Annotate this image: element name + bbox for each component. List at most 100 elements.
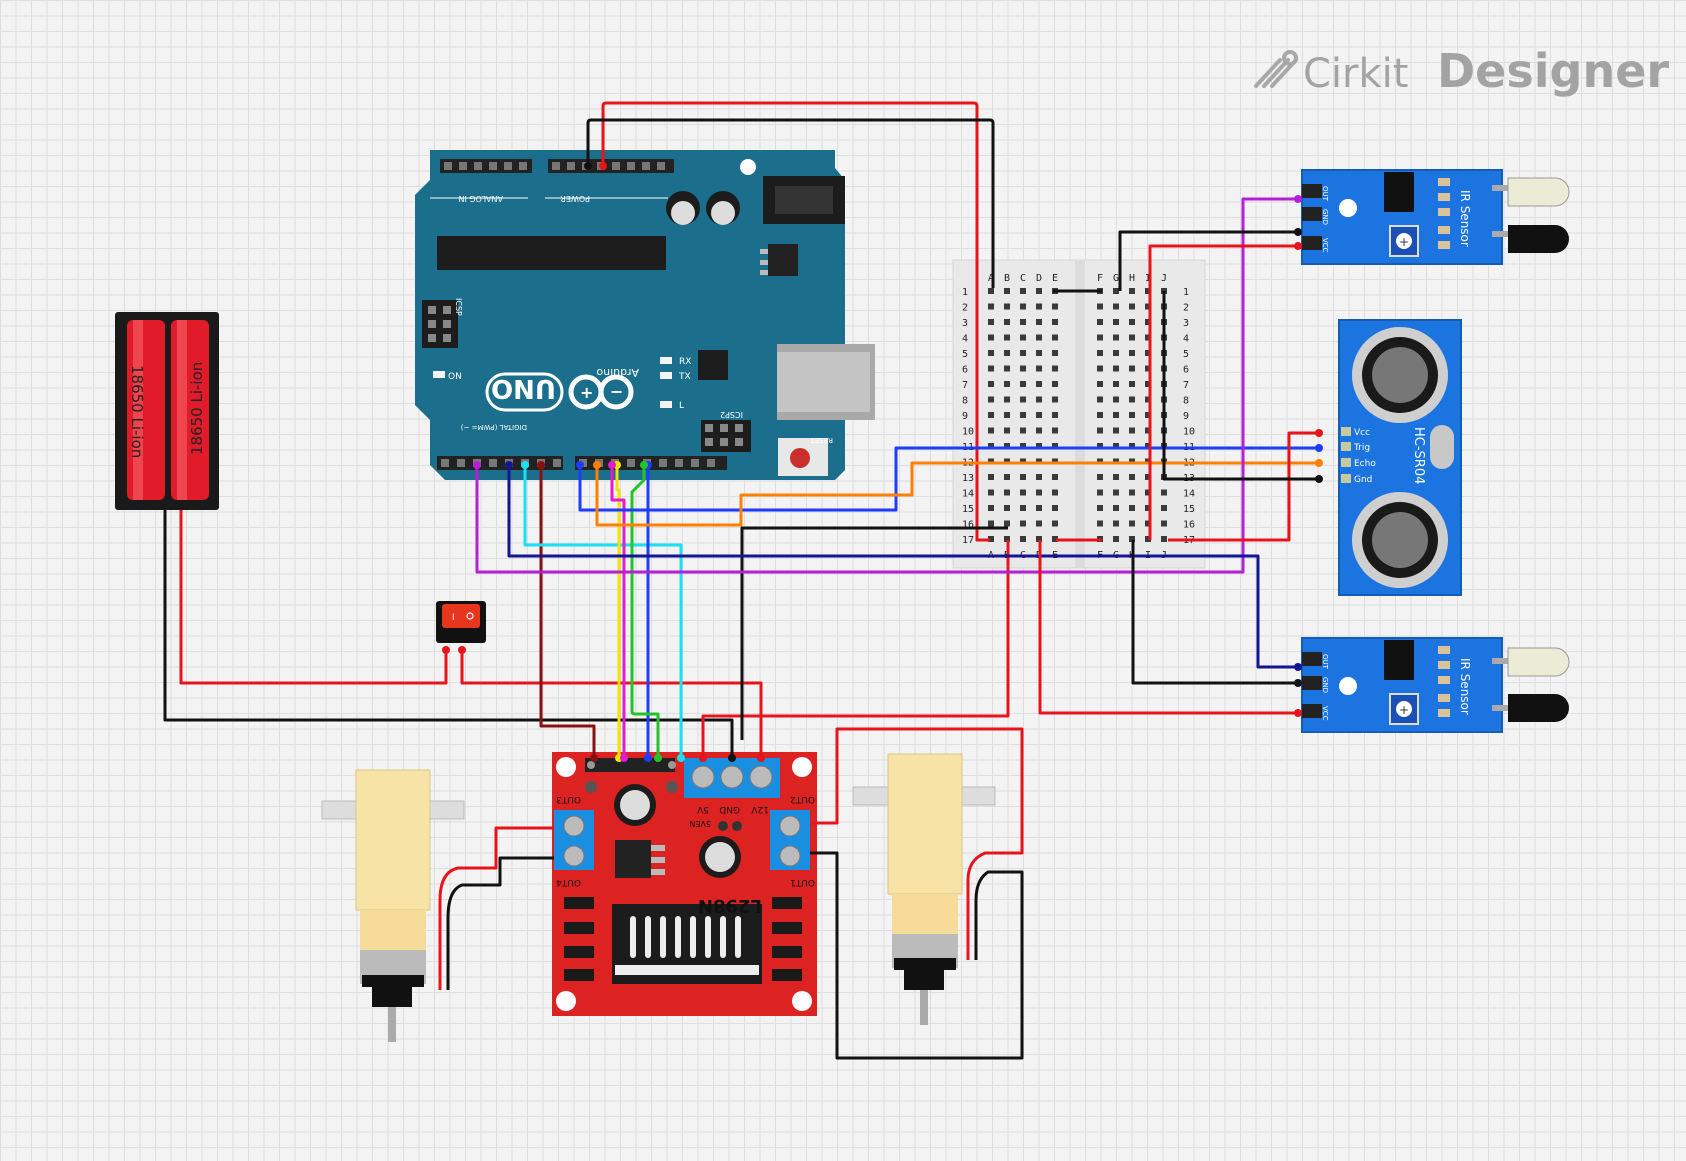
breadboard-hole[interactable]	[1113, 505, 1119, 511]
breadboard-hole[interactable]	[1004, 381, 1010, 387]
breadboard-hole[interactable]	[1113, 520, 1119, 527]
breadboard-hole[interactable]	[1145, 489, 1151, 496]
breadboard-hole[interactable]	[1145, 536, 1151, 542]
breadboard-hole[interactable]	[1052, 365, 1058, 372]
breadboard-hole[interactable]	[1052, 443, 1058, 449]
breadboard-hole[interactable]	[1113, 474, 1119, 480]
breadboard-hole[interactable]	[1113, 303, 1119, 310]
breadboard-hole[interactable]	[1145, 319, 1151, 325]
breadboard-hole[interactable]	[988, 427, 994, 434]
breadboard-hole[interactable]	[988, 381, 994, 387]
breadboard-hole[interactable]	[1161, 536, 1167, 542]
breadboard-hole[interactable]	[1097, 396, 1103, 403]
breadboard-hole[interactable]	[1036, 334, 1042, 341]
breadboard-hole[interactable]	[1161, 505, 1167, 511]
breadboard-hole[interactable]	[1113, 412, 1119, 418]
wire-5v-out-to-breadboard[interactable]	[701, 540, 1010, 758]
breadboard-hole[interactable]	[1052, 489, 1058, 496]
breadboard-hole[interactable]	[1113, 334, 1119, 341]
breadboard-hole[interactable]	[1036, 319, 1042, 325]
breadboard-hole[interactable]	[1145, 350, 1151, 356]
breadboard-hole[interactable]	[1145, 288, 1151, 294]
breadboard-hole[interactable]	[1129, 443, 1135, 449]
wire-pin10-to-in[interactable]	[610, 465, 626, 758]
wire-5v-to-breadboard[interactable]	[601, 101, 990, 542]
breadboard-hole[interactable]	[1097, 427, 1103, 434]
breadboard-hole[interactable]	[1020, 288, 1026, 294]
breadboard-hole[interactable]	[1113, 396, 1119, 403]
breadboard-hole[interactable]	[988, 334, 994, 341]
breadboard-hole[interactable]	[1097, 505, 1103, 511]
breadboard-hole[interactable]	[1129, 412, 1135, 418]
breadboard-hole[interactable]	[1004, 412, 1010, 418]
wire-pin5-to-in[interactable]	[523, 465, 683, 758]
breadboard-hole[interactable]	[988, 412, 994, 418]
breadboard-hole[interactable]	[988, 536, 994, 542]
ir-sensor-bottom[interactable]: + IR Sensor OUT GND VCC	[1301, 637, 1570, 733]
breadboard-hole[interactable]	[1113, 427, 1119, 434]
breadboard-hole[interactable]	[1020, 303, 1026, 310]
breadboard-hole[interactable]	[1004, 319, 1010, 325]
breadboard-hole[interactable]	[1020, 443, 1026, 449]
breadboard-hole[interactable]	[1129, 381, 1135, 387]
breadboard-hole[interactable]	[1129, 489, 1135, 496]
wire-pin11-echo[interactable]	[595, 461, 1319, 527]
breadboard-hole[interactable]	[1052, 520, 1058, 527]
wire-switch-to-12v[interactable]	[460, 650, 763, 758]
breadboard-hole[interactable]	[1004, 303, 1010, 310]
wire-gnd-to-breadboard[interactable]	[586, 118, 995, 288]
wire-hcsr04-vcc[interactable]	[1168, 431, 1319, 542]
breadboard-hole[interactable]	[1145, 381, 1151, 387]
motor-terminal-left[interactable]	[554, 810, 594, 870]
breadboard-hole[interactable]	[988, 520, 994, 527]
breadboard-hole[interactable]	[1129, 505, 1135, 511]
battery-holder[interactable]: 18650 Li-ion 18650 Li-ion	[115, 312, 219, 510]
breadboard-hole[interactable]	[1145, 443, 1151, 449]
breadboard-hole[interactable]	[1145, 396, 1151, 403]
breadboard-hole[interactable]	[1097, 412, 1103, 418]
wire-out4-motor[interactable]	[446, 856, 554, 990]
wire-pin7-to-in[interactable]	[539, 465, 596, 758]
breadboard-hole[interactable]	[1145, 303, 1151, 310]
breadboard-hole[interactable]	[1129, 427, 1135, 434]
breadboard-hole[interactable]	[1145, 520, 1151, 527]
wire-out1-motor[interactable]	[810, 851, 1024, 1060]
wire-pin13-to-in[interactable]	[630, 465, 660, 758]
wire-out2-motor[interactable]	[810, 727, 1024, 960]
wire-pin9-trig[interactable]	[578, 446, 1319, 512]
wire-pin8-to-in[interactable]	[615, 465, 621, 758]
breadboard-hole[interactable]	[1113, 350, 1119, 356]
breadboard-hole[interactable]	[1020, 489, 1026, 496]
breadboard-hole[interactable]	[1145, 365, 1151, 372]
breadboard-hole[interactable]	[1020, 396, 1026, 403]
breadboard-hole[interactable]	[1052, 350, 1058, 356]
breadboard-hole[interactable]	[1036, 303, 1042, 310]
breadboard-hole[interactable]	[1113, 536, 1119, 542]
breadboard-hole[interactable]	[1129, 334, 1135, 341]
breadboard-hole[interactable]	[988, 489, 994, 496]
breadboard-hole[interactable]	[1036, 288, 1042, 294]
breadboard-hole[interactable]	[1020, 319, 1026, 325]
ultrasonic-sensor-hcsr04[interactable]: HC-SR04 Vcc Trig Echo Gnd	[1338, 319, 1462, 596]
breadboard-hole[interactable]	[1020, 427, 1026, 434]
breadboard-hole[interactable]	[1052, 396, 1058, 403]
breadboard-hole[interactable]	[1113, 489, 1119, 496]
breadboard-hole[interactable]	[1004, 334, 1010, 341]
breadboard-hole[interactable]	[1052, 334, 1058, 341]
breadboard-hole[interactable]	[1129, 319, 1135, 325]
breadboard-hole[interactable]	[1145, 474, 1151, 480]
dc-motor-right[interactable]	[852, 753, 996, 1025]
breadboard-hole[interactable]	[1004, 536, 1010, 542]
breadboard-hole[interactable]	[1145, 412, 1151, 418]
l298n-motor-driver[interactable]: 5V GND 12V 5VEN OUT1 OUT2 OUT3 OUT4	[552, 752, 817, 1016]
breadboard-hole[interactable]	[1129, 288, 1135, 294]
breadboard-hole[interactable]	[1129, 365, 1135, 372]
breadboard-hole[interactable]	[1036, 489, 1042, 496]
reset-button[interactable]	[778, 438, 828, 476]
breadboard-hole[interactable]	[1020, 381, 1026, 387]
breadboard-hole[interactable]	[1004, 350, 1010, 356]
breadboard-hole[interactable]	[1052, 303, 1058, 310]
breadboard-hole[interactable]	[1004, 520, 1010, 527]
breadboard-hole[interactable]	[1161, 520, 1167, 527]
breadboard-hole[interactable]	[1113, 443, 1119, 449]
